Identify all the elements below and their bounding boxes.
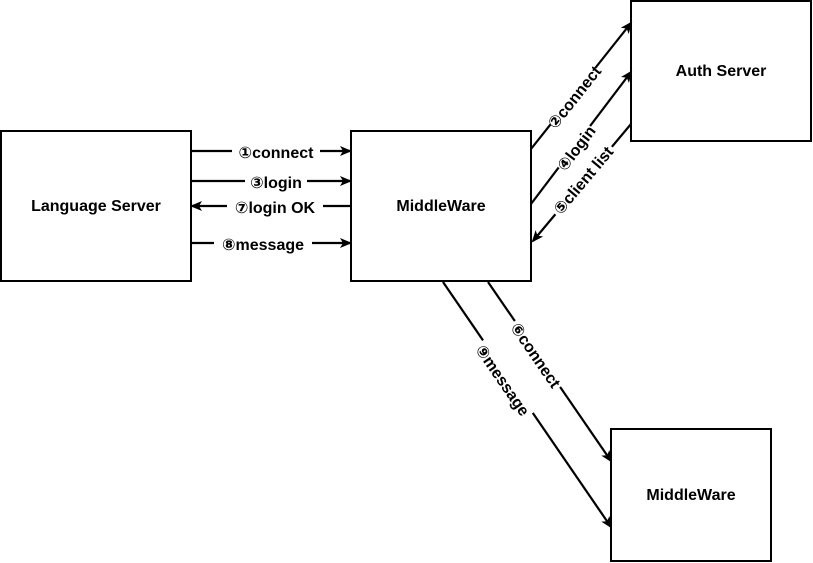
- edge-3-login-label: ③login: [250, 175, 302, 192]
- node-language-server: Language Server: [0, 130, 192, 282]
- edge-3-login: ③login: [191, 173, 352, 192]
- edge-9-message: ⑨message: [442, 281, 613, 529]
- middleware-peer-label: MiddleWare: [646, 487, 735, 504]
- edge-1-connect: ①connect: [191, 143, 352, 162]
- language-server-label: Language Server: [31, 198, 161, 215]
- node-auth-server: Auth Server: [630, 0, 812, 142]
- middleware-main-label: MiddleWare: [396, 198, 485, 215]
- edge-1-connect-label: ①connect: [239, 145, 315, 162]
- edge-7-login-ok-label: ⑦login OK: [235, 200, 316, 217]
- auth-server-label: Auth Server: [676, 63, 767, 80]
- node-middleware-peer: MiddleWare: [610, 428, 772, 562]
- edge-7-login-ok: ⑦login OK: [190, 198, 350, 217]
- edge-8-message-label: ⑧message: [222, 237, 304, 254]
- edge-2-connect-label: ②connect: [545, 63, 605, 133]
- edge-8-message: ⑧message: [191, 235, 352, 254]
- node-middleware-main: MiddleWare: [350, 130, 532, 282]
- edge-9-message-label: ⑨message: [472, 342, 533, 419]
